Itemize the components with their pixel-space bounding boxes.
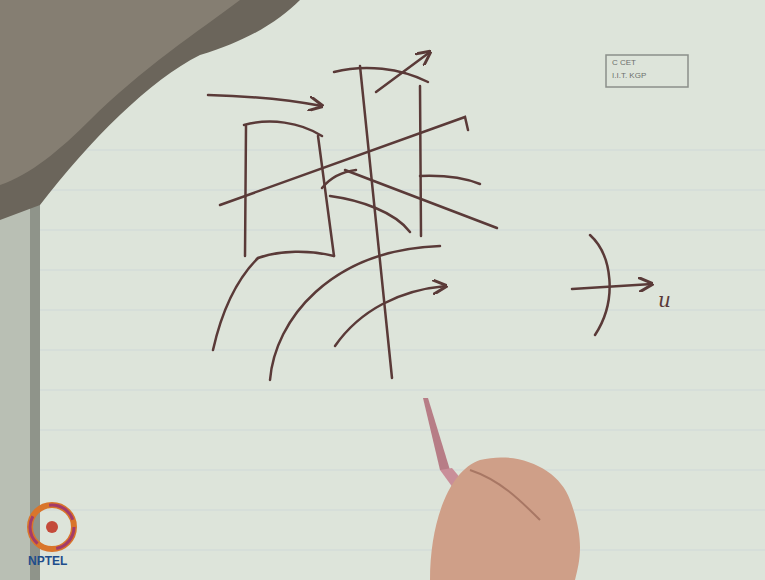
watermark-box bbox=[606, 55, 688, 87]
watermark-text: C CET bbox=[612, 58, 636, 67]
logo-text: NPTEL bbox=[28, 554, 67, 568]
ruled-lines bbox=[40, 150, 765, 550]
blade-sketch bbox=[208, 52, 652, 380]
cloth bbox=[0, 0, 300, 220]
watermark-text: I.I.T. KGP bbox=[612, 71, 646, 80]
hand-pencil bbox=[423, 398, 580, 580]
cloth-fold bbox=[0, 0, 240, 185]
nptel-logo bbox=[30, 505, 74, 549]
velocity-label: u bbox=[658, 288, 671, 312]
